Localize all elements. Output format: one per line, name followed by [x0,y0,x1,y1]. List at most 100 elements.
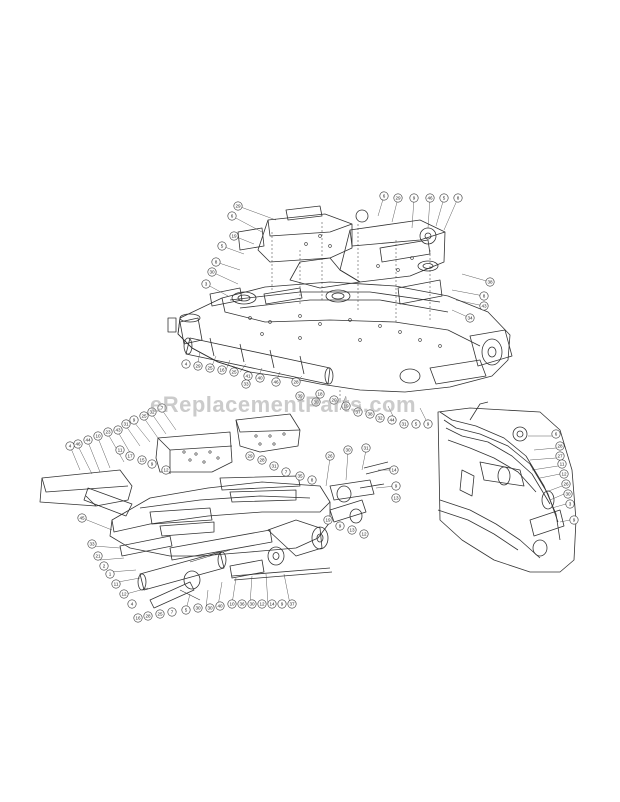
callout-number: 6 [231,214,234,219]
callout-bubble [291,377,301,387]
callout-number: 30 [345,448,351,453]
callout-bubble [115,445,125,455]
callout-number: 36 [239,602,245,607]
callout-number: 12 [561,472,567,477]
callout-number: 25 [157,612,163,617]
callout-bubble [217,241,227,251]
callout-number: 25 [207,366,213,371]
callout-bubble [387,415,397,425]
callout-number: 5 [443,196,446,201]
callout-bubble [375,413,385,423]
callout-bubble [111,579,121,589]
anti-scalp-wheel [399,368,421,384]
callout-bubble [295,471,305,481]
callout-bubble [335,521,345,531]
callout-number: 28 [293,380,299,385]
callout-bubble [255,373,265,383]
callout-number: 29 [247,454,253,459]
callout-number: 44 [389,418,395,423]
callout-bubble [267,599,277,609]
lift-arm [329,479,375,501]
callout-number: 10 [229,602,235,607]
rear-housing [257,213,353,263]
callout-bubble [307,475,317,485]
callout-bubble [227,211,237,221]
callout-number: 33 [89,542,95,547]
callout-bubble [215,601,225,611]
lower-roller [139,551,225,591]
callout-number: 20 [331,398,337,403]
callout-number: 4 [131,602,134,607]
callout-number: 10 [95,434,101,439]
callout-bubble [389,465,399,475]
callout-number: 25 [231,370,237,375]
callout-number: 38 [367,412,373,417]
callout-number: 13 [393,496,399,501]
callout-number: 40 [257,376,263,381]
callout-number: 21 [95,554,101,559]
callout-bubble [77,513,87,523]
callout-bubble [311,397,321,407]
callout-number: 31 [363,446,369,451]
callout-bubble [103,427,113,437]
lower-deck-assembly [39,413,391,609]
callout-number: 27 [557,454,563,459]
callout-bubble [465,313,475,323]
callout-bubble [125,451,135,461]
callout-bubble [479,301,489,311]
side-chute [39,469,133,507]
callout-number: 33 [243,382,249,387]
callout-number: 7 [171,610,174,615]
callout-bubble [181,605,191,615]
callout-bubble [393,193,403,203]
callout-bubble [245,451,255,461]
callout-bubble [167,607,177,617]
callout-number: 11 [118,448,123,453]
upper-leader-lines [197,195,491,425]
callout-number: 30 [195,606,201,611]
callout-bubble [229,367,239,377]
callout-bubble [233,201,243,211]
callout-bubble [343,445,353,455]
callout-bubble [359,529,369,539]
callout-bubble [87,539,97,549]
callout-bubble [563,489,573,499]
callout-bubble [157,403,167,413]
callout-bubble [479,291,489,301]
callout-bubble [139,411,149,421]
callout-bubble [127,599,137,609]
callout-number: 17 [127,454,133,459]
callout-number: 28 [145,614,151,619]
upper-deck-assembly [167,205,513,402]
callout-bubble [207,267,217,277]
callout-number: 38 [487,280,493,285]
callout-number: 8 [483,294,486,299]
callout-number: 31 [271,464,277,469]
callout-bubble [147,459,157,469]
callout-bubble [193,603,203,613]
callout-bubble [229,231,239,241]
callout-number: 19 [343,404,349,409]
callout-number: 46 [427,196,433,201]
callout-bubble [561,479,571,489]
upper-deck-plate [177,281,511,393]
callout-bubble [391,481,401,491]
callout-bubble [277,599,287,609]
callout-bubble [155,609,165,619]
callout-number: 3 [205,282,208,287]
callout-bubble [557,459,567,469]
callout-bubble [211,257,221,267]
callout-number: 30 [565,492,571,497]
callout-number: 9 [573,518,576,523]
callout-number: 8 [215,260,218,265]
callout-number: 34 [467,316,473,321]
lower-leader-lines [69,409,397,611]
callout-number: 44 [85,438,91,443]
callout-bubble [205,363,215,373]
callout-bubble [453,193,463,203]
callout-bubble [399,419,409,429]
callout-number: 31 [401,422,407,427]
callout-number: 9 [413,196,416,201]
callout-bubble [555,441,565,451]
